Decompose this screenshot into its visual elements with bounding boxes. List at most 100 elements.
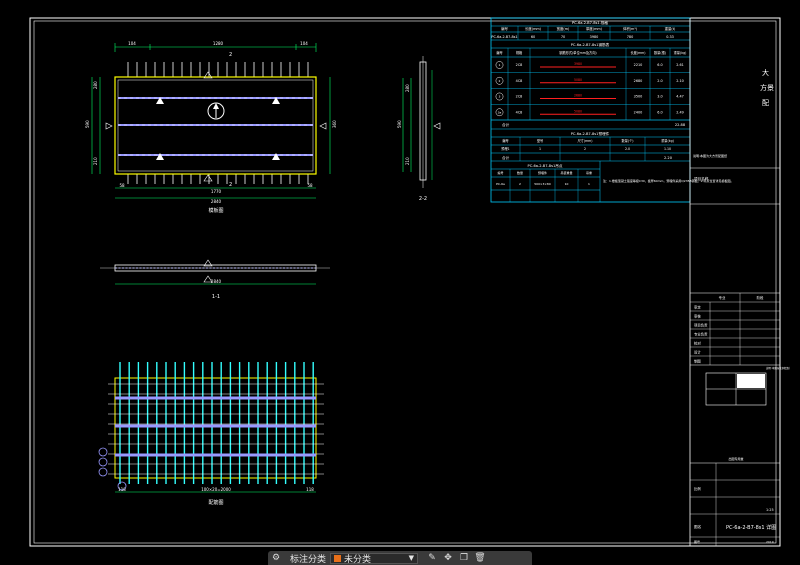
table1-cell: 780 (627, 35, 633, 39)
plan-top-dim-1: 104 (128, 41, 136, 46)
table2-cell: 2C8 (516, 95, 523, 99)
stamp-caption: 出图专用章 (728, 456, 743, 461)
plan-caption: 模板图 (208, 207, 223, 214)
chevron-down-icon: ▼ (408, 554, 415, 562)
table2-cell: 3a (498, 110, 502, 114)
section22-dim-1: 280 (405, 84, 410, 92)
tb-row-label: 审核 (694, 314, 701, 319)
schedule-total-3-value: 2.20 (664, 156, 673, 160)
schedule-note: 注：1.楼板混凝土强度等级C30，板厚60mm，预埋件采用Q235B钢板。2.吊… (603, 178, 733, 183)
table2-header-cell: 钢筋形式(单位mm及方向) (559, 50, 596, 55)
table1-header-cell: 长度(mm) (525, 26, 542, 31)
table3-cell: 2 (584, 147, 586, 151)
plan-left-dim-1: 280 (93, 81, 98, 89)
table2-cell: 4C8 (516, 110, 523, 114)
table4-cell: 1 (588, 182, 590, 186)
table2-cell: 3 (499, 95, 501, 99)
table2-cell: 3.0 (657, 95, 662, 99)
plan-left-dim-3: 210 (93, 157, 98, 165)
settings-icon[interactable]: ⚙ (271, 553, 281, 563)
table3-cell: 1.10 (664, 147, 671, 151)
section22-dim-3: 210 (405, 157, 410, 165)
tb-row-label: 专业负责 (694, 332, 708, 337)
table3-header-cell: 数量(个) (621, 138, 633, 143)
table2-cell: 1 (499, 63, 501, 67)
table3-cell: 预埋1 (501, 146, 509, 151)
company-line-2: 方景 (760, 83, 774, 92)
tb-row-label: 项目负责 (694, 323, 708, 328)
schedule-total-3-label: 合计 (502, 155, 510, 160)
section-1-1: 2840 1-1 (100, 259, 330, 300)
plan-view: 104 1280 104 2 280 590 210 (85, 41, 337, 214)
table4-header-cell: 预埋件 (538, 170, 547, 175)
tb-small-note: 说明:本图按比例绘制 (766, 366, 790, 370)
section22-caption: 2-2 (419, 196, 427, 202)
annotation-category-label: 标注分类 (290, 554, 327, 565)
table4-cell: PC-6a (496, 182, 505, 186)
rebar-bottom-dim-3: 118 (306, 487, 314, 492)
table2-cell: 4C8 (516, 79, 523, 83)
table2-cell: 3500 (634, 95, 643, 99)
rebar-bubble-1 (98, 447, 108, 457)
rebar-number-bubble (495, 61, 504, 69)
table3-cell: 1 (539, 147, 541, 151)
tb-date-value: 2019 (766, 540, 774, 544)
table3-header-cell: 编号 (502, 138, 508, 143)
table1-header-cell: 体积(m³) (623, 26, 638, 31)
table2-cell: 6.0 (657, 110, 662, 114)
table2-header-cell: 重量(kg) (674, 50, 687, 55)
schedule-total-2-value: 22.88 (675, 123, 686, 127)
plan-section-mark-bottom: 2 (229, 182, 232, 188)
rebar-bubble-3 (117, 481, 127, 491)
schedule-total-2-label: 合计 (502, 122, 510, 127)
table1-cell: 3980 (590, 35, 599, 39)
rebar-number-bubble (495, 108, 504, 117)
edit-icon[interactable]: ✎ (428, 553, 436, 563)
table3-header-cell: 型号 (537, 138, 543, 143)
schedule-title-2: PC-6a-2-B7-8s1钢筋表 (571, 42, 610, 47)
rebar-bottom-dim-2: 100×20=2000 (201, 487, 231, 492)
copy-icon[interactable]: ❐ (459, 553, 469, 563)
category-select-value: 未分类 (344, 554, 372, 565)
table2-header-cell: 编号 (496, 50, 502, 55)
table2-cell: 2400 (634, 110, 643, 114)
delete-icon[interactable]: 🗑 (474, 553, 486, 563)
table2-cell: 2.49 (676, 110, 684, 114)
table4-header-cell: 吊装重量 (560, 170, 572, 175)
table1-header-cell: 编号 (501, 26, 508, 31)
table3-header-cell: 尺寸(mm) (577, 138, 592, 143)
table4-cell: 2 (519, 182, 521, 186)
table2-cell: 4.47 (676, 95, 684, 99)
rebar-bubble-1a (98, 457, 108, 467)
table4-header-cell: 数量 (517, 170, 523, 175)
plan-right-dim: 360 (332, 120, 337, 128)
table2-cell: 6.0 (657, 63, 662, 67)
plan-top-dim-2: 1280 (213, 41, 224, 46)
plan-top-dim-3: 104 (300, 41, 308, 46)
tb-col-1: 专业 (719, 295, 726, 300)
tb-row-label: 校对 (694, 341, 701, 346)
plan-slab (114, 76, 317, 175)
title-block: 大 方景 配 说明:本图为大方景配图纸 项目名称 审定审核项目负责专业负责校对设… (689, 18, 790, 546)
sheet-frame-inner (33, 20, 777, 544)
rebar-bubble-2 (98, 467, 108, 477)
plan-bottom-dim-3: 58 (307, 183, 313, 188)
table1-header-cell: 宽度(m) (557, 26, 570, 31)
table2-cell: 2 (499, 79, 501, 83)
table2-cell: 5080 (574, 78, 582, 82)
rebar-view: 118 100×20=2000 118 配筋图 (98, 362, 324, 506)
table2-cell: 2680 (634, 79, 643, 83)
plan-bottom-dim-2: 1770 (211, 189, 222, 194)
table2-cell: 2.10 (676, 79, 684, 83)
table3-header-cell: 重量(kg) (661, 138, 674, 143)
section11-dim: 2840 (211, 279, 222, 284)
project-label: 项目名称 (694, 176, 709, 181)
category-color-swatch (334, 554, 342, 562)
table2-cell: 2680 (574, 94, 582, 98)
table2-header-cell: 规格 (516, 50, 523, 55)
table2-cell: 3980 (574, 62, 582, 66)
move-icon[interactable]: ✥ (444, 553, 452, 563)
category-select[interactable]: 未分类 ▼ (330, 552, 419, 565)
table1-cell: PC-6a-2-B7-8s1 (491, 35, 517, 39)
